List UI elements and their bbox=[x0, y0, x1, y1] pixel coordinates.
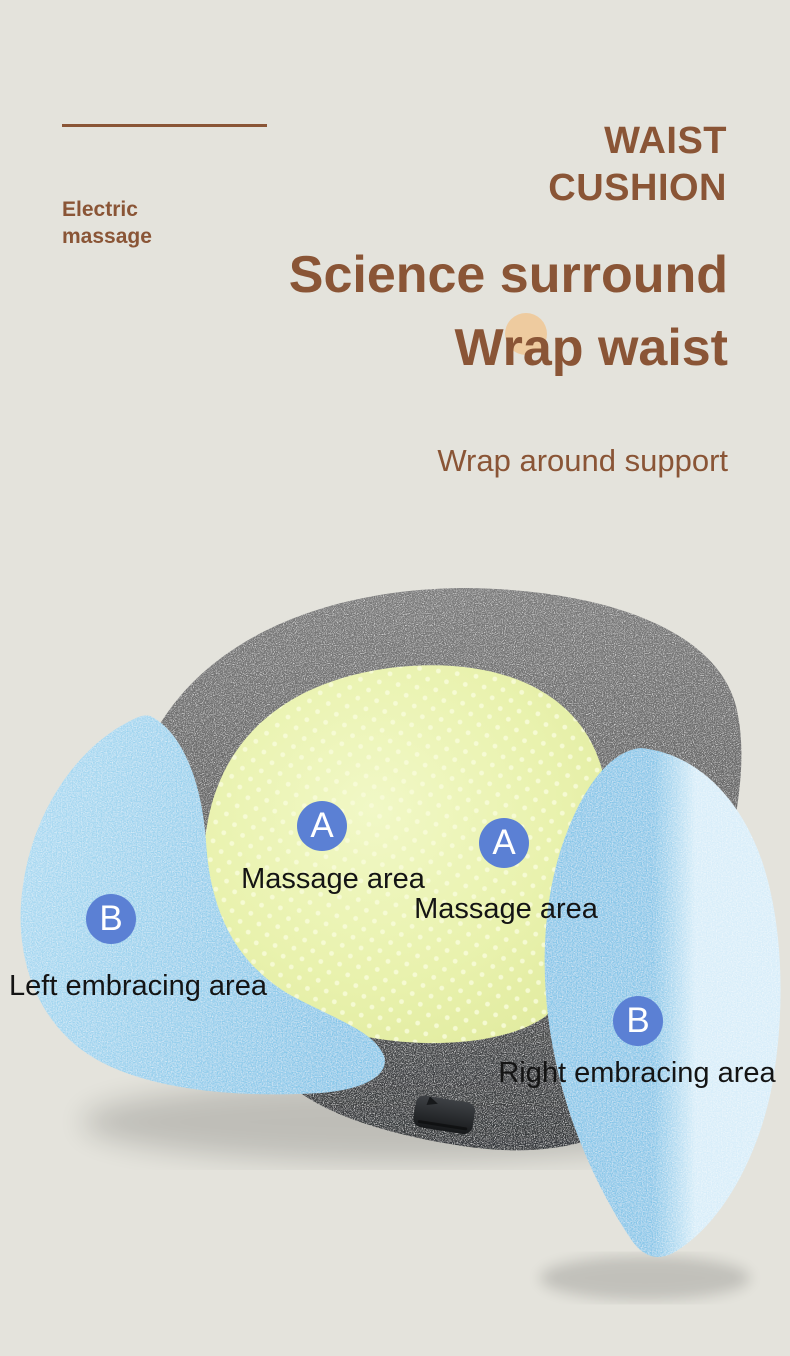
headline-line2: Wrap waist bbox=[454, 319, 728, 377]
label-left-embracing-area: Left embracing area bbox=[9, 970, 267, 1002]
power-tag bbox=[413, 1095, 476, 1135]
right-embracing-wing bbox=[544, 748, 781, 1257]
divider-line bbox=[62, 124, 267, 127]
headline: Science surround Wrap waist bbox=[289, 239, 728, 385]
headline-line1: Science surround bbox=[288, 246, 728, 304]
badge-massage-area-left: A bbox=[297, 801, 347, 851]
badge-massage-area-right: A bbox=[479, 818, 529, 868]
left-embracing-wing bbox=[20, 715, 385, 1095]
badge-right-embracing-area: B bbox=[613, 996, 663, 1046]
decorative-circle bbox=[505, 313, 547, 355]
eyebrow-text: Electric massage bbox=[62, 198, 152, 248]
wing-shadow bbox=[540, 1256, 750, 1300]
subheadline: Wrap around support bbox=[437, 443, 728, 478]
brand-title: WAIST CUSHION bbox=[548, 118, 727, 212]
label-massage-area-left: Massage area bbox=[241, 863, 425, 895]
massage-panel-dots bbox=[203, 665, 609, 1044]
label-massage-area-right: Massage area bbox=[414, 893, 598, 925]
brand-title-line2: CUSHION bbox=[548, 167, 727, 209]
badge-left-embracing-area: B bbox=[86, 894, 136, 944]
label-right-embracing-area: Right embracing area bbox=[498, 1057, 776, 1089]
brand-title-line1: WAIST bbox=[604, 120, 727, 162]
